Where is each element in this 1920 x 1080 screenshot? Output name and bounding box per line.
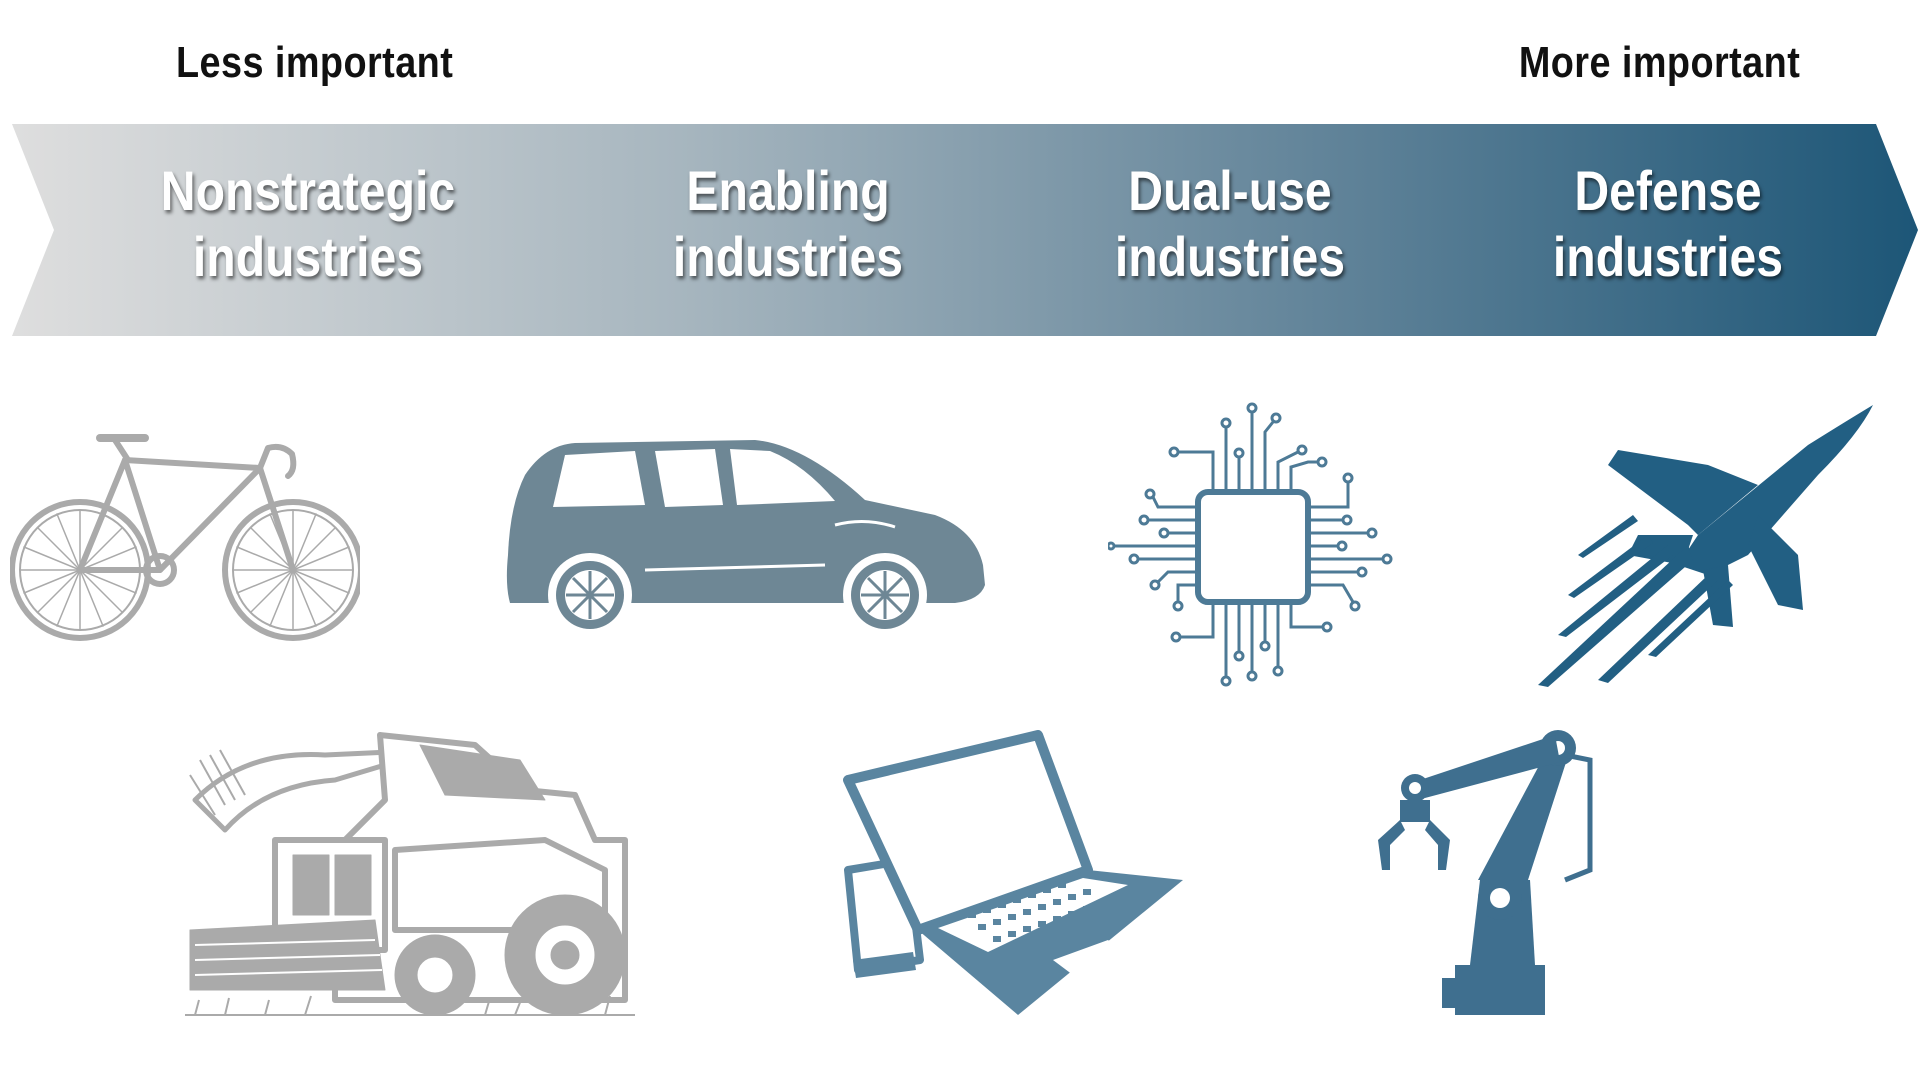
category-dual-use-line2: industries [1114, 225, 1346, 288]
category-enabling: Enabling industries [607, 158, 968, 290]
category-defense-line2: industries [1552, 225, 1784, 288]
category-enabling-line1: Enabling [686, 159, 890, 222]
category-defense: Defense industries [1487, 158, 1848, 290]
combine-harvester-icon [185, 732, 635, 1016]
category-dual-use-line1: Dual-use [1128, 159, 1332, 222]
category-enabling-line2: industries [672, 225, 904, 288]
category-nonstrategic: Nonstrategic industries [127, 158, 488, 290]
category-dual-use: Dual-use industries [1049, 158, 1410, 290]
less-important-label: Less important [176, 38, 454, 87]
category-nonstrategic-line2: industries [192, 225, 424, 288]
fighter-jet-icon [1538, 405, 1873, 687]
more-important-label: More important [1518, 38, 1800, 87]
category-defense-line1: Defense [1574, 159, 1762, 222]
microchip-icon [1108, 402, 1393, 687]
arrow-shape [12, 124, 1918, 336]
bicycle-icon [10, 434, 360, 641]
category-nonstrategic-line1: Nonstrategic [160, 159, 456, 222]
laptop-phone-icon [843, 730, 1183, 1015]
robotic-arm-icon [1378, 730, 1593, 1015]
suv-car-icon [506, 440, 985, 635]
